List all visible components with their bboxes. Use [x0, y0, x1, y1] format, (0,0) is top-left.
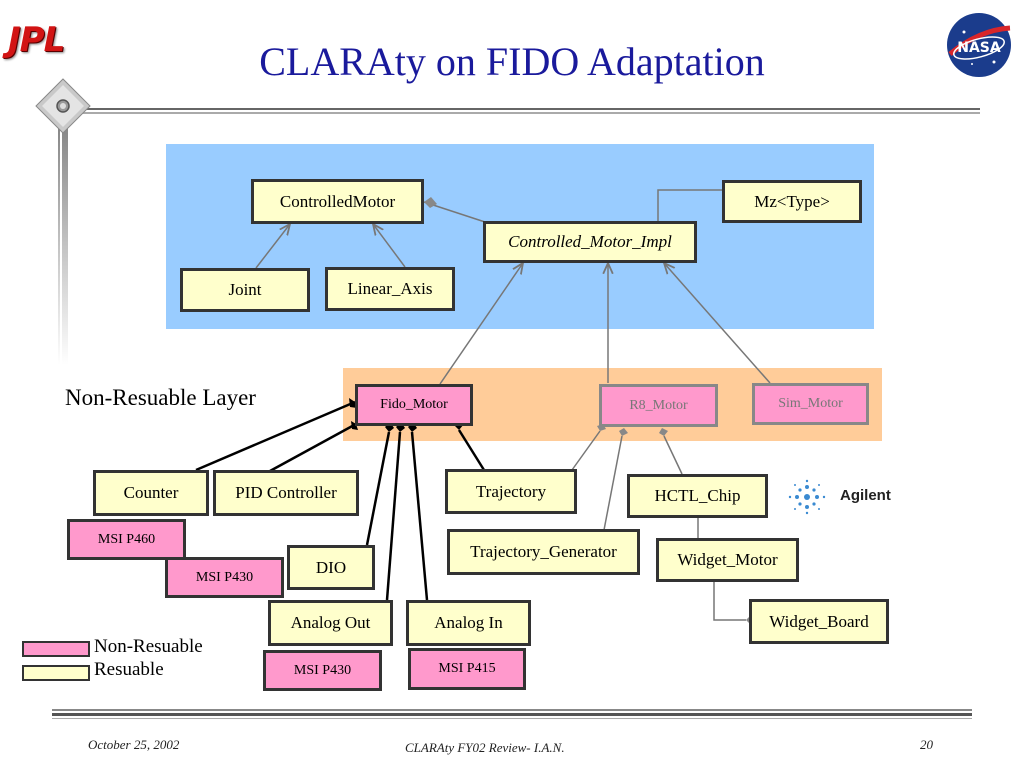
class-widget-motor: Widget_Motor: [656, 538, 799, 582]
widget-motor-to-board-link: [713, 581, 746, 621]
class-sim-motor: Sim_Motor: [752, 383, 869, 425]
agilent-spark-icon: [788, 479, 826, 515]
hw-msi-p460: MSI P460: [67, 519, 186, 560]
footer-date: October 25, 2002: [88, 737, 180, 752]
sim-motor-inherits-arrow: [664, 263, 771, 384]
trajgen-to-r8-link: [603, 435, 623, 531]
class-joint: Joint: [180, 268, 310, 312]
agilent-logo-text: Agilent: [840, 487, 891, 504]
footer-title: CLARAty FY02 Review- I.A.N.: [405, 740, 565, 755]
pid-to-fido-link: [269, 422, 357, 473]
class-analog-out: Analog Out: [268, 600, 393, 646]
hw-msi-p415: MSI P415: [408, 648, 526, 690]
class-controlled-motor-impl: Controlled_Motor_Impl: [483, 221, 697, 263]
legend-label-reusable: Resuable: [94, 659, 164, 680]
class-counter: Counter: [93, 470, 209, 516]
slide-title: CLARAty on FIDO Adaptation: [259, 39, 765, 84]
class-mz-type: Mz<Type>: [722, 180, 862, 223]
class-analog-in: Analog In: [406, 600, 531, 646]
hw-msi-p430-b: MSI P430: [263, 650, 382, 691]
class-widget-board: Widget_Board: [749, 599, 889, 644]
class-trajectory: Trajectory: [445, 469, 577, 514]
joint-inherits-arrow: [255, 224, 290, 269]
class-trajectory-generator: Trajectory_Generator: [447, 529, 640, 575]
linear-axis-inherits-arrow: [373, 224, 406, 268]
trajectory-to-fido-link: [457, 429, 486, 471]
class-controlledmotor: ControlledMotor: [251, 179, 424, 224]
legend-swatch-non-reusable: [22, 641, 90, 657]
jpl-logo: JPL: [8, 20, 65, 60]
hctl-to-r8-link: [663, 435, 683, 475]
class-pid-controller: PID Controller: [213, 470, 359, 516]
class-hctl-chip: HCTL_Chip: [627, 474, 768, 518]
analogout-to-fido-link: [385, 431, 402, 601]
footer-page-number: 20: [920, 737, 933, 752]
hw-msi-p430-a: MSI P430: [165, 557, 284, 598]
dio-to-fido-link: [365, 431, 391, 546]
non-reusable-layer-label: Non-Resuable Layer: [65, 385, 256, 410]
nasa-logo-icon: NASA: [947, 13, 1011, 77]
class-linear-axis: Linear_Axis: [325, 267, 455, 311]
class-r8-motor: R8_Motor: [599, 384, 718, 427]
class-dio: DIO: [287, 545, 375, 590]
legend-label-non-reusable: Non-Resuable: [94, 636, 203, 657]
class-fido-motor: Fido_Motor: [355, 384, 473, 426]
legend-swatch-reusable: [22, 665, 90, 681]
fido-motor-inherits-arrow: [439, 263, 523, 385]
aggregation-diamond: [424, 197, 437, 208]
counter-to-fido-link: [195, 400, 356, 472]
impl-to-mz-link: [657, 189, 724, 221]
analogin-to-fido-link: [410, 431, 429, 601]
trajectory-to-r8-link: [571, 430, 601, 471]
nasa-logo-text: NASA: [957, 40, 1001, 56]
